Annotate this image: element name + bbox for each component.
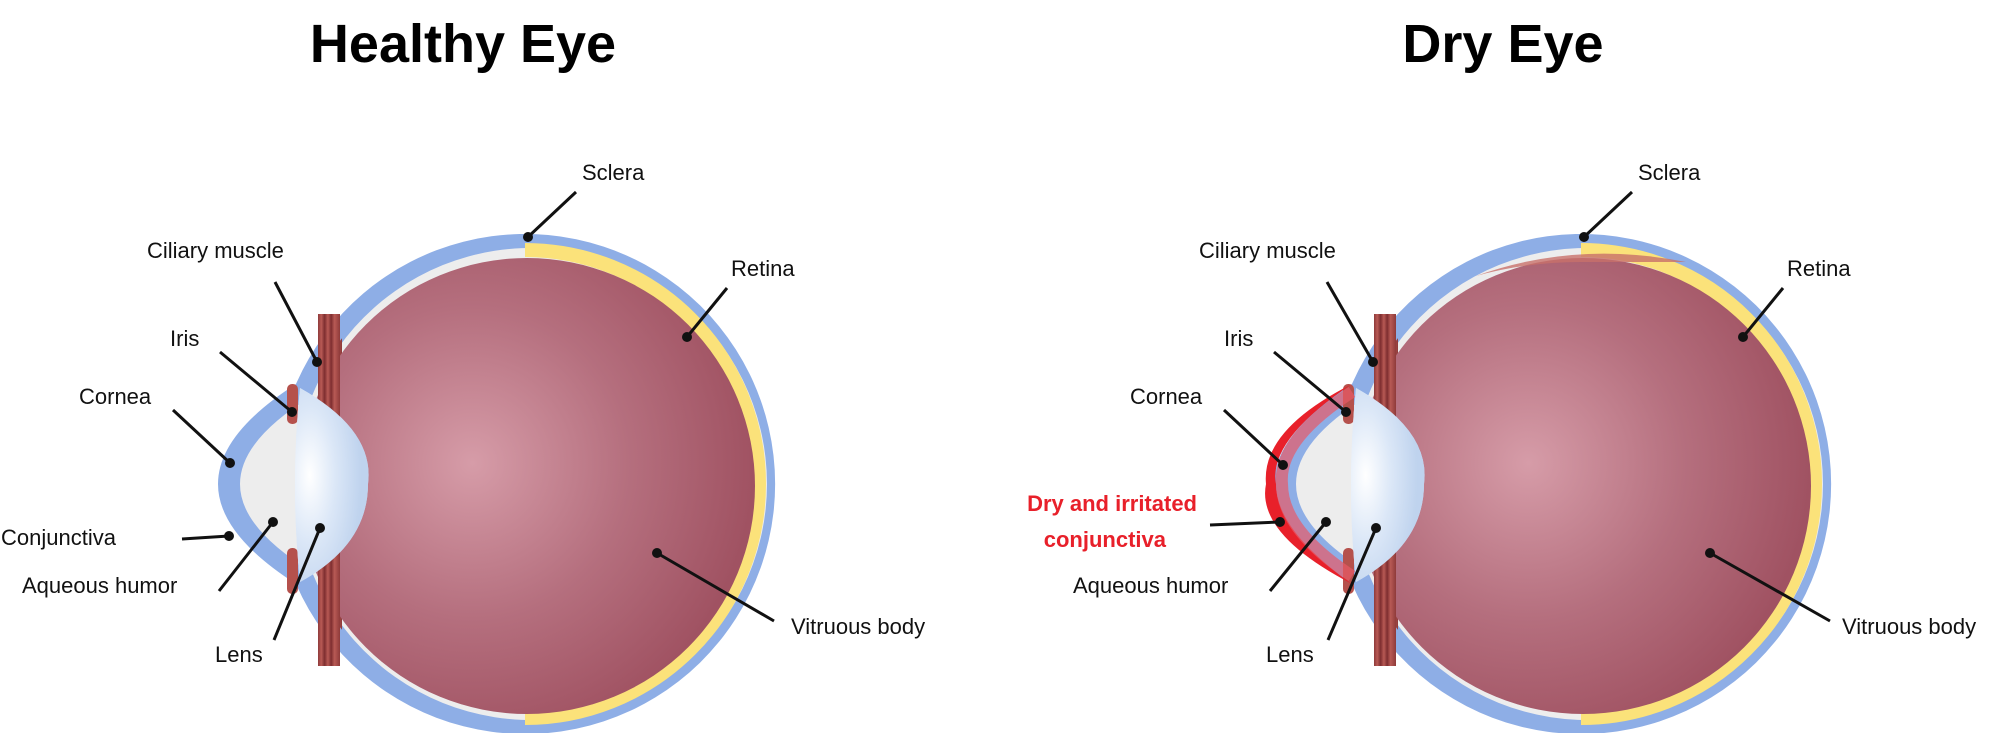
label-iris: Iris — [1224, 326, 1253, 351]
label-iris: Iris — [170, 326, 199, 351]
label-aqueous-humor: Aqueous humor — [1073, 573, 1228, 598]
label-ciliary-muscle: Ciliary muscle — [1199, 238, 1336, 263]
lens-shape — [295, 388, 369, 582]
label-lens: Lens — [215, 642, 263, 667]
label-aqueous-humor: Aqueous humor — [22, 573, 177, 598]
dry-eye-title: Dry Eye — [1402, 14, 1603, 74]
label-cornea: Cornea — [1130, 384, 1203, 409]
label-sclera: Sclera — [582, 160, 645, 185]
label-dry-conjunctiva-line2: conjunctiva — [1044, 527, 1167, 552]
label-ciliary-muscle: Ciliary muscle — [147, 238, 284, 263]
label-lens: Lens — [1266, 642, 1314, 667]
healthy-eye: Healthy Eye Sclera Ciliary muscle Retina… — [1, 14, 925, 733]
label-retina: Retina — [731, 256, 795, 281]
dry-eye: Dry Eye Sclera Ciliary muscle Retina Iri… — [1027, 14, 1976, 733]
label-retina: Retina — [1787, 256, 1851, 281]
label-sclera: Sclera — [1638, 160, 1701, 185]
label-vitreous-body: Vitruous body — [791, 614, 925, 639]
healthy-eye-title: Healthy Eye — [310, 14, 616, 74]
label-vitreous-body: Vitruous body — [1842, 614, 1976, 639]
irritated-conjunctiva-shape — [1265, 384, 1352, 584]
label-conjunctiva: Conjunctiva — [1, 525, 117, 550]
irritated-band — [1476, 253, 1686, 276]
label-dry-conjunctiva-line1: Dry and irritated — [1027, 491, 1197, 516]
label-cornea: Cornea — [79, 384, 152, 409]
